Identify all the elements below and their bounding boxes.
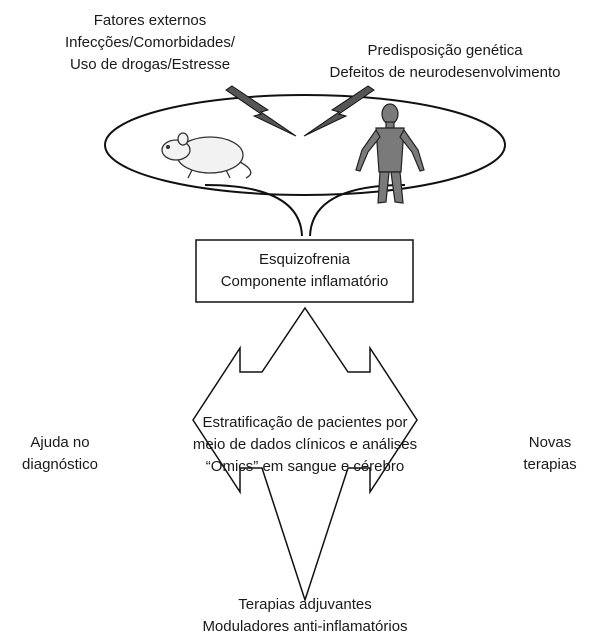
box-line2: Componente inflamatório	[220, 273, 389, 290]
diagnosis-line2: diagnóstico	[22, 456, 98, 473]
schizophrenia-box-text: Esquizofrenia Componente inflamatório	[196, 249, 413, 293]
genetic-line1: Predisposição genética	[367, 42, 523, 59]
factors-ellipse	[104, 94, 506, 196]
external-factors-title: Fatores externos	[93, 12, 207, 29]
box-line1: Esquizofrenia	[259, 251, 350, 268]
diagnosis-line1: Ajuda no	[30, 434, 90, 451]
adjuvant-line1: Terapias adjuvantes	[238, 596, 372, 613]
lightning-bolt-icon	[225, 85, 297, 137]
stratification-text: Estratificação de pacientes por meio de …	[160, 412, 450, 478]
diagnosis-label: Ajuda no diagnóstico	[0, 432, 120, 476]
lightning-bolt-icon	[303, 85, 375, 137]
four-way-arrow	[192, 306, 418, 603]
genetic-line2: Defeitos de neurodesenvolvimento	[329, 64, 561, 81]
external-factors-line3: Uso de drogas/Estresse	[69, 56, 231, 73]
new-therapies-label: Novas terapias	[500, 432, 600, 476]
new-therapies-line1: Novas	[528, 434, 572, 451]
human-body-icon	[355, 103, 425, 204]
rat-icon	[161, 132, 252, 179]
new-therapies-line2: terapias	[523, 456, 577, 473]
converging-curve-left	[204, 184, 303, 237]
external-factors-line2: Infecções/Comorbidades/	[64, 34, 236, 51]
adjuvant-therapies-label: Terapias adjuvantes Moduladores anti-inf…	[150, 594, 460, 638]
adjuvant-line2: Moduladores anti-inflamatórios	[202, 618, 408, 635]
stratification-line2: meio de dados clínicos e análises	[192, 436, 418, 453]
external-factors-label: Fatores externos Infecções/Comorbidades/…	[45, 10, 255, 76]
stratification-line3: “Omics” em sangue e cérebro	[205, 458, 405, 475]
genetic-label: Predisposição genética Defeitos de neuro…	[300, 40, 590, 84]
stratification-line1: Estratificação de pacientes por	[202, 414, 408, 431]
schizophrenia-box	[195, 239, 414, 303]
